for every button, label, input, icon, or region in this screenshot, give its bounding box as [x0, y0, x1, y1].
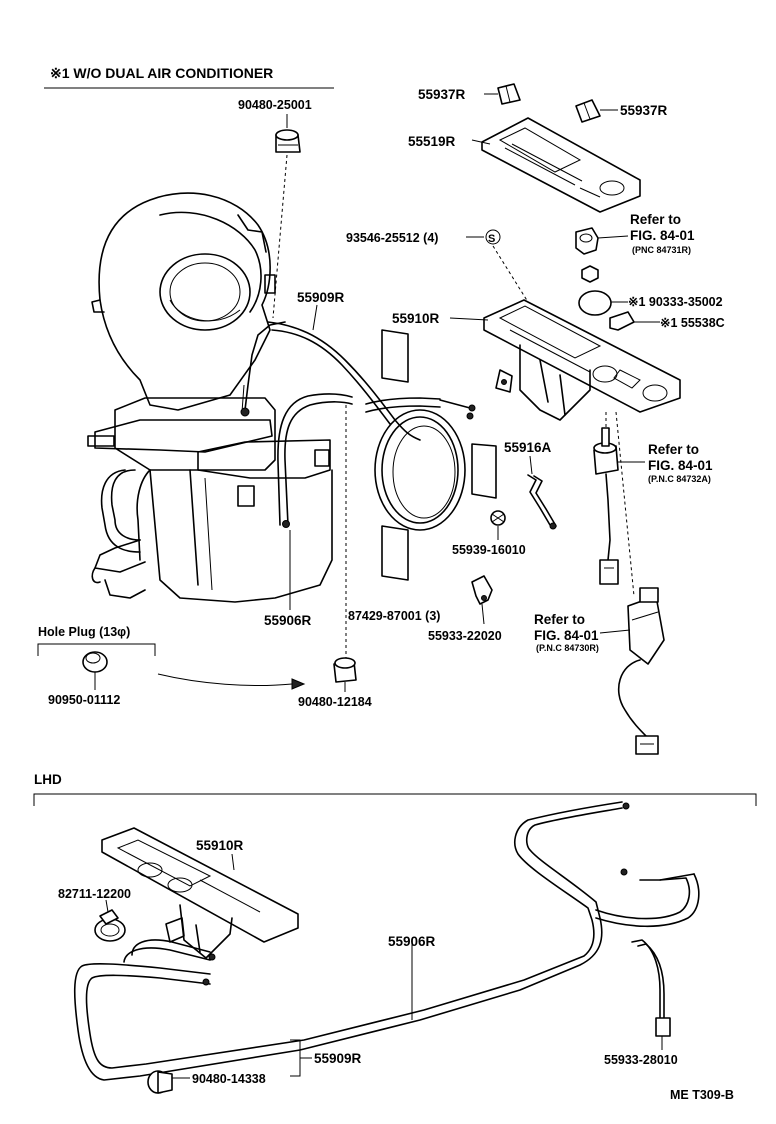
label-90480-25001: 90480-25001: [238, 98, 312, 112]
leader-55910R-lhd: [231, 853, 235, 871]
clamp-82711-12200: [94, 909, 126, 942]
faceplate-55519R: [481, 117, 641, 213]
label-55916A: 55916A: [504, 440, 552, 455]
label-55937R-right: 55937R: [620, 103, 668, 118]
label-55910R-lhd: 55910R: [196, 838, 244, 853]
cable-55909R-illustration: [267, 321, 421, 441]
knob-55937R-left: [497, 83, 521, 105]
clamp-55933-28010: [631, 939, 671, 1037]
knob-55937R-right: [575, 99, 601, 123]
label-55933-28010: 55933-28010: [604, 1053, 678, 1067]
screw-symbol-circle: [485, 229, 501, 245]
condition-note: ※1 W/O DUAL AIR CONDITIONER: [50, 65, 273, 81]
lever-55916A: [527, 474, 557, 530]
label-55933-22020: 55933-22020: [428, 629, 502, 643]
label-55906R-lhd: 55906R: [388, 934, 436, 949]
label-55910R-top: 55910R: [392, 311, 440, 326]
leader-55909R-top: [312, 304, 318, 331]
arrow-head: [291, 678, 306, 690]
grommet-90480-14338: [147, 1070, 173, 1094]
clip-55939-16010: [490, 510, 506, 526]
refer-84731-line3: (PNC 84731R): [632, 245, 691, 255]
leader-refer-84730: [599, 629, 631, 634]
label-55538C: ※1 55538C: [660, 316, 725, 330]
section-lhd-label: LHD: [34, 772, 62, 787]
leader-55916A: [529, 455, 533, 475]
grommet-90480-12184: [333, 657, 357, 683]
control-base-55910R: [483, 299, 681, 421]
leader-55910R-top: [449, 317, 489, 321]
label-55909R-lhd: 55909R: [314, 1051, 362, 1066]
nut-illustration: [581, 265, 599, 283]
switch-84732A: [593, 427, 619, 585]
bracket-55538C: [609, 311, 635, 331]
hole-plug-90950-01112: [82, 651, 108, 673]
coiled-cable-illustration: [374, 399, 476, 531]
refer-84731-line1: Refer to: [630, 212, 681, 227]
heater-blower-unit-illustration: [87, 192, 333, 603]
label-55519R: 55519R: [408, 134, 456, 149]
lhd-control-base-55910R: [101, 827, 299, 959]
label-55939-16010: 55939-16010: [452, 543, 526, 557]
label-82711-12200: 82711-12200: [58, 887, 131, 901]
cap-90333-35002: [578, 290, 612, 316]
leader-55519R: [471, 139, 491, 145]
adhesive-pads-87429-87001: [381, 329, 497, 581]
leader-refer-84731: [597, 235, 629, 239]
dash-90480-25001: [272, 154, 288, 319]
label-90480-14338: 90480-14338: [192, 1072, 266, 1086]
clip-84731R: [575, 227, 599, 255]
arrow-curve: [157, 673, 293, 687]
label-93546-25512: 93546-25512 (4): [346, 231, 438, 245]
label-87429-87001: 87429-87001 (3): [348, 609, 440, 623]
dash-93546-25512: [492, 245, 529, 303]
label-90480-12184: 90480-12184: [298, 695, 372, 709]
grommet-90480-25001: [275, 129, 301, 153]
clamp-55933-22020: [471, 575, 493, 605]
leader-82711-12200: [105, 899, 109, 913]
label-55937R-left: 55937R: [418, 87, 466, 102]
switch-84730R: [617, 587, 665, 755]
refer-84730-line1: Refer to: [534, 612, 585, 627]
figure-code: ME T309-B: [670, 1088, 734, 1102]
refer-84730-line2: FIG. 84-01: [534, 628, 599, 643]
refer-84732-line2: FIG. 84-01: [648, 458, 713, 473]
hole-plug-bracket: [37, 643, 156, 656]
label-90333-35002: ※1 90333-35002: [628, 295, 723, 309]
lhd-cable-run: [73, 801, 700, 1081]
refer-84732-line1: Refer to: [648, 442, 699, 457]
label-90950-01112: 90950-01112: [48, 693, 120, 707]
label-hole-plug: Hole Plug (13φ): [38, 625, 130, 639]
refer-84730-line3: (P.N.C 84730R): [536, 643, 599, 653]
lhd-bracket: [33, 793, 757, 806]
bracket-55909R-lhd: [290, 1039, 312, 1077]
label-55906R-top: 55906R: [264, 613, 312, 628]
dash-switch-84730R: [615, 411, 635, 597]
cable-55906R-illustration: [277, 393, 441, 528]
screw-symbol-s: S: [488, 233, 495, 245]
leader-55933-22020: [481, 603, 485, 625]
refer-84732-line3: (P.N.C 84732A): [648, 474, 711, 484]
refer-84731-line2: FIG. 84-01: [630, 228, 695, 243]
label-55909R-top: 55909R: [297, 290, 345, 305]
